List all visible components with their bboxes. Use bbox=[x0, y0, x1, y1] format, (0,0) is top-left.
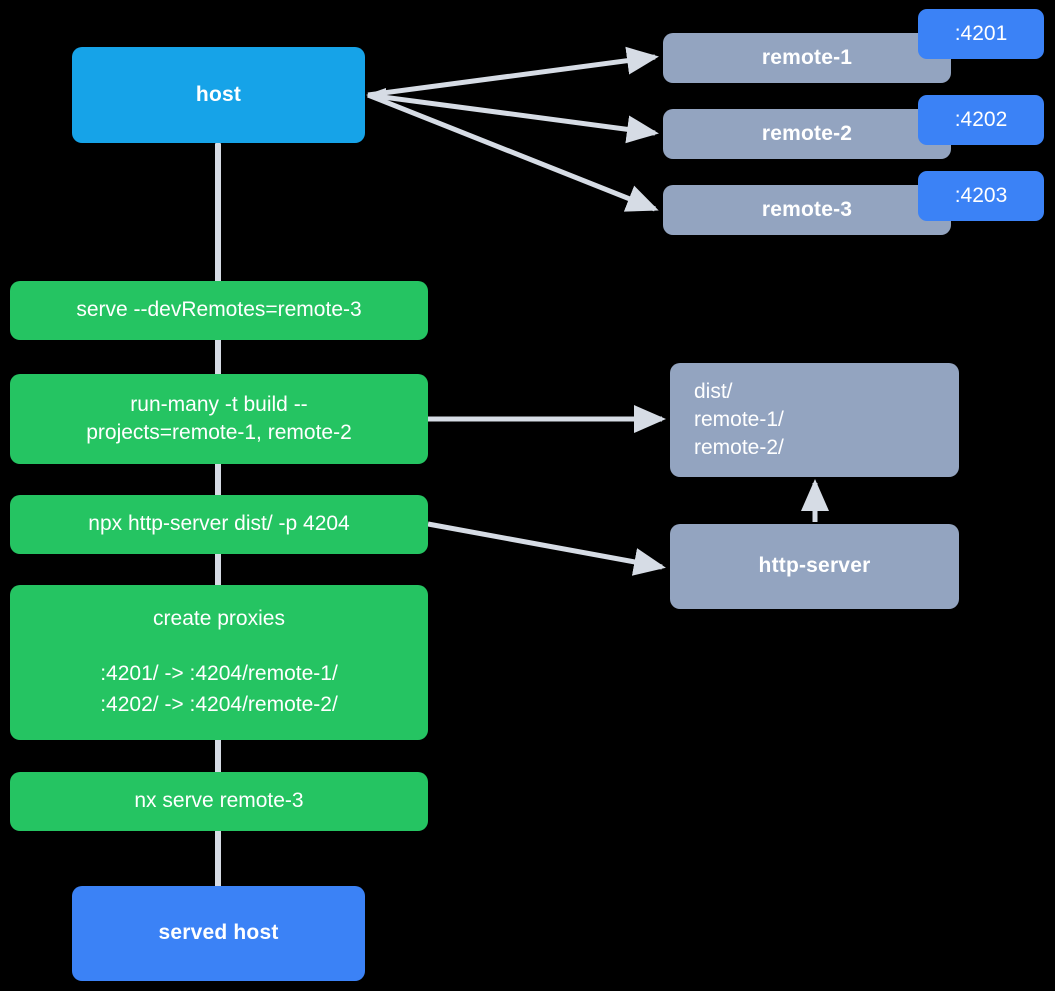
node-host-label: host bbox=[195, 82, 242, 106]
node-command-serve-devremotes-label: serve --devRemotes=remote-3 bbox=[76, 298, 362, 322]
node-remote-2-label: remote-2 bbox=[761, 121, 853, 145]
node-served-host[interactable]: served host bbox=[72, 886, 365, 981]
node-remote-2[interactable]: remote-2 bbox=[663, 109, 951, 159]
node-remote-3-label: remote-3 bbox=[761, 197, 853, 221]
badge-port-remote-2: :4202 bbox=[918, 95, 1044, 145]
node-command-serve-devremotes[interactable]: serve --devRemotes=remote-3 bbox=[10, 281, 428, 340]
node-command-npx-http-server-label: npx http-server dist/ -p 4204 bbox=[88, 512, 350, 536]
node-command-nx-serve-remote-3[interactable]: nx serve remote-3 bbox=[10, 772, 428, 831]
badge-port-remote-1-label: :4201 bbox=[954, 22, 1008, 45]
node-remote-3[interactable]: remote-3 bbox=[663, 185, 951, 235]
node-dist-folder[interactable]: dist/ remote-1/ remote-2/ bbox=[670, 363, 959, 477]
node-command-create-proxies-label: create proxies bbox=[153, 607, 285, 630]
edge-host-to-remote-3 bbox=[367, 92, 659, 212]
edge-remotes-to-host-arrowhead bbox=[366, 88, 386, 102]
node-command-nx-serve-remote-3-label: nx serve remote-3 bbox=[134, 789, 304, 813]
edge-npx-to-http-server bbox=[427, 521, 666, 576]
node-http-server[interactable]: http-server bbox=[670, 524, 959, 609]
edge-host-to-remote-2 bbox=[367, 92, 659, 144]
edge-host-to-remote-1 bbox=[367, 46, 659, 98]
node-dist-folder-label: dist/ remote-1/ remote-2/ bbox=[694, 379, 784, 460]
badge-port-remote-3: :4203 bbox=[918, 171, 1044, 221]
node-command-npx-http-server[interactable]: npx http-server dist/ -p 4204 bbox=[10, 495, 428, 554]
badge-port-remote-1: :4201 bbox=[918, 9, 1044, 59]
node-remote-1-label: remote-1 bbox=[761, 45, 853, 69]
connector-npx-to-proxies bbox=[215, 549, 221, 589]
connector-serve-to-runmany bbox=[215, 338, 221, 378]
connector-host-to-serve bbox=[215, 143, 221, 283]
node-command-run-many[interactable]: run-many -t build -- projects=remote-1, … bbox=[10, 374, 428, 464]
node-served-host-label: served host bbox=[158, 921, 279, 945]
badge-port-remote-2-label: :4202 bbox=[954, 108, 1008, 131]
node-http-server-label: http-server bbox=[758, 554, 871, 578]
badge-port-remote-3-label: :4203 bbox=[954, 184, 1008, 207]
connector-proxies-to-nxserve bbox=[215, 736, 221, 776]
node-command-create-proxies[interactable]: create proxies :4201/ -> :4204/remote-1/… bbox=[10, 585, 428, 740]
node-command-create-proxies-sublines: :4201/ -> :4204/remote-1/ :4202/ -> :420… bbox=[100, 662, 338, 716]
connector-nxserve-to-servedhost bbox=[215, 830, 221, 890]
connector-runmany-to-npx bbox=[215, 460, 221, 500]
node-host[interactable]: host bbox=[72, 47, 365, 143]
node-command-run-many-label: run-many -t build -- projects=remote-1, … bbox=[86, 392, 352, 444]
node-remote-1[interactable]: remote-1 bbox=[663, 33, 951, 83]
